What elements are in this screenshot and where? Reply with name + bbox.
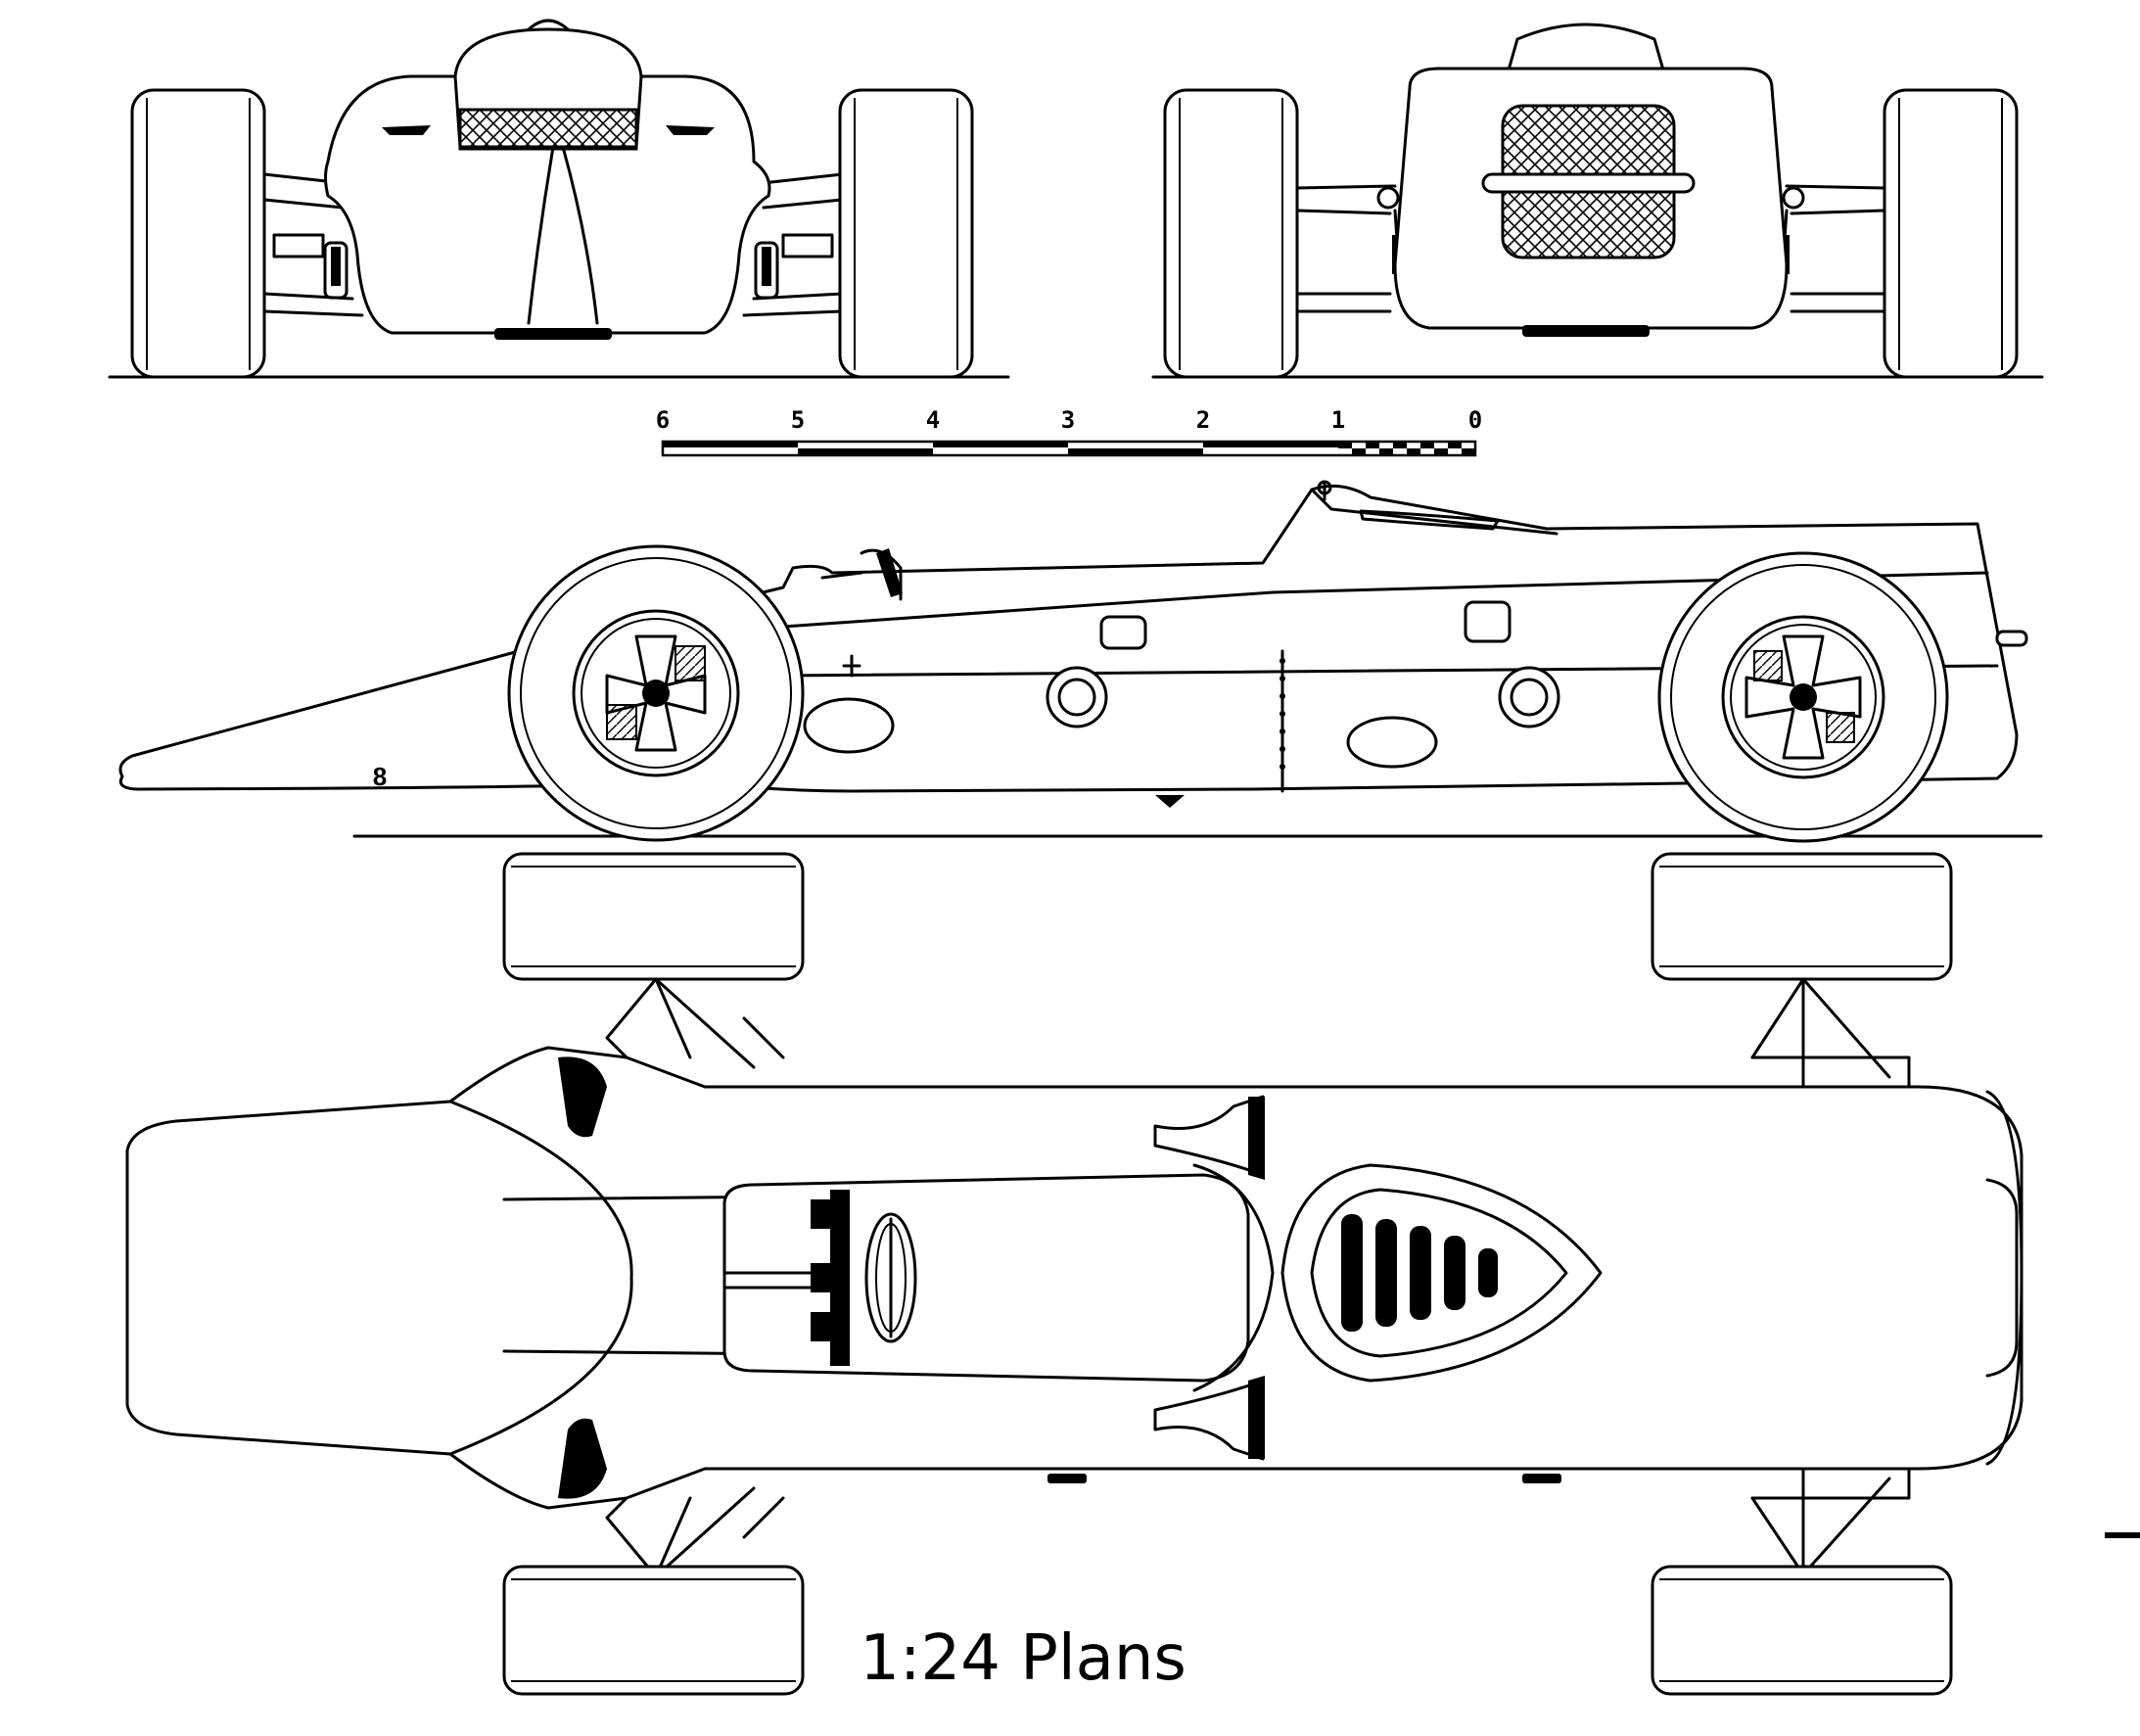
rivet — [1279, 658, 1285, 664]
scale-label-3: 3 — [1061, 406, 1075, 434]
scale-bar-checker — [1338, 442, 1475, 455]
rear-body — [1393, 23, 1789, 337]
front-view — [108, 19, 1010, 379]
side-number: 8 — [373, 762, 387, 791]
scale-checker-cell — [1448, 442, 1462, 448]
scale-label-5: 5 — [791, 406, 805, 434]
rear-left-tire — [1163, 88, 1299, 379]
front-right-tire — [838, 88, 974, 379]
scale-checker-cell — [1434, 448, 1448, 455]
top-suspension — [605, 977, 1891, 1578]
top-engine-intake — [1280, 1163, 1603, 1383]
scale-label-4: 4 — [926, 406, 940, 434]
top-rear-right-tire — [1651, 1565, 1953, 1696]
scale-checker-cell — [1462, 448, 1475, 455]
scale-bar: 6 5 4 3 2 1 0 — [656, 406, 1482, 457]
scale-checker-cell — [1379, 448, 1393, 455]
scale-checker-cell — [1366, 442, 1379, 448]
side-view: 8 — [118, 480, 2043, 843]
front-body — [324, 19, 771, 340]
scale-bar-labels: 6 5 4 3 2 1 0 — [656, 406, 1482, 434]
rear-view — [1151, 23, 2044, 379]
side-rear-wheel — [1657, 551, 1949, 843]
plans-caption: 1:24 Plans — [860, 1622, 1186, 1695]
scale-label-6: 6 — [656, 406, 670, 434]
rivet — [1279, 728, 1285, 734]
rivet — [1279, 676, 1285, 681]
side-front-wheel — [507, 544, 805, 842]
rivet — [1279, 693, 1285, 699]
scale-checker-cell — [1407, 448, 1420, 455]
rivet — [1279, 764, 1285, 770]
top-view — [125, 852, 2140, 1696]
rivet — [1279, 711, 1285, 717]
scale-label-2: 2 — [1196, 406, 1210, 434]
scale-checker-cell — [1420, 442, 1434, 448]
front-left-tire — [130, 88, 266, 379]
scale-label-0: 0 — [1468, 406, 1482, 434]
side-rivets — [1279, 658, 1285, 770]
scale-checker-cell — [1338, 442, 1352, 448]
top-front-right-tire — [502, 1565, 805, 1696]
top-rear-left-tire — [1651, 852, 1953, 981]
rear-right-tire — [1883, 88, 2019, 379]
scale-label-1: 1 — [1331, 406, 1345, 434]
top-front-left-tire — [502, 852, 805, 981]
top-cockpit — [722, 1173, 1250, 1383]
scale-checker-cell — [1393, 442, 1407, 448]
rivet — [1279, 746, 1285, 752]
front-suspension — [262, 172, 844, 317]
scale-checker-cell — [1352, 448, 1366, 455]
